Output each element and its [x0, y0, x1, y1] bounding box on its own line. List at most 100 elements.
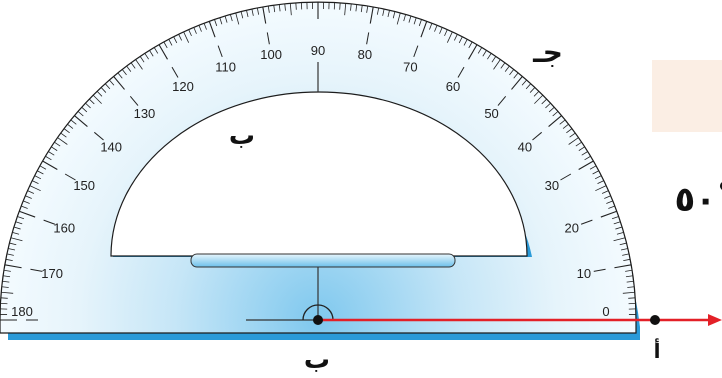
tick-52 — [509, 69, 515, 76]
tick-28 — [592, 170, 599, 175]
tick-74 — [403, 14, 407, 22]
inner-tick-160 — [43, 219, 56, 225]
tick-59 — [477, 47, 483, 54]
tick-110 — [208, 20, 216, 38]
tick-84 — [350, 3, 352, 11]
tick-54 — [500, 62, 506, 69]
tick-154 — [32, 180, 39, 185]
tick-70 — [420, 20, 428, 38]
vertex-label-inner: ب — [229, 121, 255, 151]
tick-141 — [70, 119, 77, 125]
tick-175 — [1, 291, 14, 294]
tick-label-100: 100 — [260, 47, 282, 62]
protractor-labels: 0102030405060708090100110120130140150160… — [11, 43, 609, 319]
tick-116 — [178, 34, 183, 41]
tick-171 — [3, 269, 11, 272]
tick-41 — [552, 111, 559, 117]
tick-106 — [229, 14, 233, 22]
angle-point-label: جـ — [532, 36, 563, 69]
tick-131 — [109, 79, 115, 86]
side-panel — [652, 60, 722, 132]
tick-155 — [29, 185, 41, 192]
tick-164 — [12, 231, 20, 235]
tick-57 — [487, 53, 492, 60]
tick-166 — [9, 242, 17, 246]
tick-42 — [548, 106, 555, 113]
tick-127 — [126, 65, 132, 72]
tick-72 — [413, 17, 417, 25]
inner-tick-60 — [457, 66, 465, 78]
tick-85 — [344, 3, 347, 16]
tick-49 — [521, 79, 527, 86]
inner-tick-20 — [580, 219, 593, 225]
tick-38 — [562, 123, 569, 129]
tick-159 — [20, 205, 28, 209]
ray-arrowhead — [708, 314, 722, 326]
tick-95 — [289, 3, 292, 16]
tick-125 — [135, 59, 143, 70]
tick-143 — [63, 128, 70, 134]
tick-23 — [604, 195, 611, 199]
tick-69 — [429, 22, 433, 30]
tick-174 — [1, 286, 9, 288]
tick-111 — [203, 22, 207, 30]
tick-169 — [5, 258, 13, 262]
tick-136 — [88, 98, 95, 105]
tick-107 — [224, 15, 228, 23]
angle-measure-label: ٥٠ْ — [674, 180, 716, 220]
tick-82 — [360, 5, 363, 13]
tick-62 — [463, 39, 468, 46]
tick-96 — [284, 3, 286, 11]
inner-tick-40 — [532, 131, 543, 141]
tick-152 — [37, 170, 44, 175]
tick-104 — [240, 11, 244, 19]
tick-17 — [615, 226, 623, 230]
tick-119 — [163, 41, 168, 49]
tick-19 — [611, 216, 619, 220]
tick-126 — [130, 62, 136, 69]
tick-16 — [616, 231, 624, 235]
tick-118 — [168, 39, 173, 46]
tick-81 — [366, 5, 369, 13]
tick-121 — [153, 47, 159, 54]
tick-8 — [625, 275, 633, 278]
tick-167 — [8, 248, 16, 251]
tick-7 — [626, 280, 634, 283]
tick-108 — [219, 17, 223, 25]
tick-13 — [620, 248, 628, 251]
tick-120 — [158, 44, 168, 60]
tick-139 — [77, 111, 84, 117]
inner-tick-130 — [129, 95, 139, 106]
tick-47 — [529, 87, 536, 93]
tick-123 — [144, 53, 149, 60]
tick-67 — [439, 27, 443, 34]
ruler-slot — [190, 253, 456, 268]
tick-173 — [2, 280, 10, 283]
tick-145 — [57, 137, 68, 145]
tick-24 — [601, 190, 609, 194]
tick-label-70: 70 — [403, 59, 417, 74]
tick-112 — [198, 25, 202, 32]
tick-9 — [625, 269, 633, 272]
tick-18 — [613, 221, 621, 225]
tick-124 — [139, 56, 145, 63]
tick-109 — [214, 19, 218, 27]
ray-point-label: أ — [654, 337, 661, 363]
tick-label-50: 50 — [484, 106, 498, 121]
tick-61 — [468, 41, 473, 49]
tick-130 — [113, 76, 125, 90]
inner-tick-70 — [413, 45, 419, 58]
vertex-label-bottom: ب — [304, 345, 330, 375]
tick-132 — [104, 83, 111, 90]
tick-6 — [627, 286, 635, 288]
tick-117 — [173, 36, 178, 44]
tick-135 — [92, 94, 102, 104]
tick-97 — [278, 4, 281, 12]
tick-45 — [534, 94, 544, 104]
tick-140 — [74, 115, 88, 127]
tick-30 — [578, 160, 594, 170]
tick-68 — [434, 25, 438, 32]
tick-label-90: 90 — [311, 43, 325, 58]
tick-label-150: 150 — [73, 178, 95, 193]
